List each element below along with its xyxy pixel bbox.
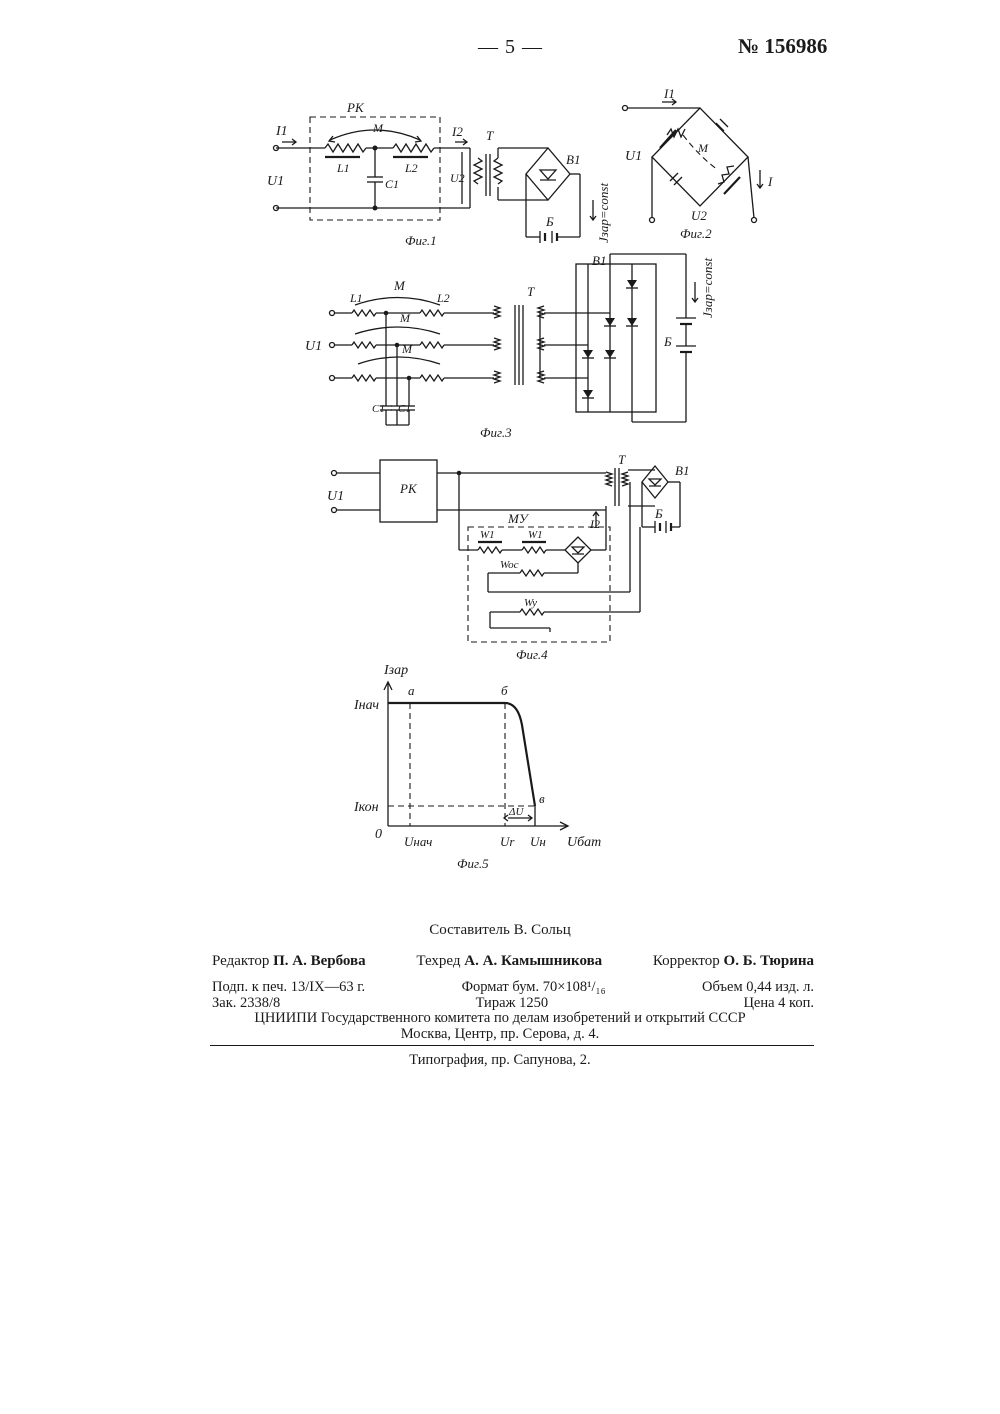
fig3-label-t: T: [527, 284, 535, 299]
fig2-bridge: I1 M U1 U2 I Фиг.2: [623, 86, 774, 241]
fig3-label-m-top: M: [393, 278, 406, 293]
editor-credit: Редактор П. А. Вербова: [212, 953, 366, 970]
fig2-label-u2: U2: [691, 208, 707, 223]
fig4-block-diagram: U1 РК T B1 Б МУ: [327, 452, 689, 662]
fig3-caption: Фиг.3: [480, 425, 512, 440]
fig4-label-t: T: [618, 452, 626, 467]
fig4-label-pk: РК: [399, 481, 418, 496]
fig3-label-l1: L1: [349, 291, 363, 305]
paper-format: Формат бум. 70×108¹/₁₆: [462, 979, 606, 996]
fig2-label-m: M: [697, 141, 709, 155]
fig4-label-wy: Wy: [524, 597, 537, 609]
fig3-label-l2: L2: [436, 291, 450, 305]
fig2-caption: Фиг.2: [680, 226, 712, 241]
fig1-label-pk: РК: [346, 100, 365, 115]
fig4-caption: Фиг.4: [516, 647, 548, 662]
fig5-label-un: Uн: [530, 834, 546, 849]
fig1-circuit: РК M I1 U1 L1 C1 L2 I2 U2 T: [267, 100, 611, 248]
fig1-label-u1: U1: [267, 174, 284, 189]
fig4-label-b1: B1: [675, 463, 689, 478]
fig5-label-a: a: [408, 683, 415, 698]
publisher-address: Москва, Центр, пр. Серова, д. 4.: [0, 1026, 1000, 1043]
techred-credit: Техред А. А. Камышникова: [416, 953, 602, 970]
fig1-label-l2: L2: [404, 161, 418, 175]
fig5-label-zero: 0: [375, 827, 382, 842]
fig1-label-m: M: [372, 121, 384, 135]
fig5-label-ur: Ur: [500, 834, 515, 849]
fig1-label-i2: I2: [451, 124, 463, 139]
fig1-label-i1: I1: [275, 124, 288, 139]
printer: Типография, пр. Сапунова, 2.: [0, 1052, 1000, 1069]
fig4-label-u1: U1: [327, 489, 344, 504]
fig4-label-i2: I2: [589, 517, 600, 531]
fig5-label-du: ΔU: [508, 806, 524, 818]
techred-label: Техред: [416, 953, 460, 969]
fig3-three-phase: M L1 L2 M M U1: [305, 253, 715, 440]
techred-name: А. А. Камышникова: [464, 953, 602, 969]
fig4-label-w1: W1: [480, 529, 495, 541]
corrector-credit: Корректор О. Б. Тюрина: [653, 953, 814, 970]
fig2-label-u1: U1: [625, 149, 642, 164]
figures-drawing: РК M I1 U1 L1 C1 L2 I2 U2 T: [0, 0, 1000, 900]
fig1-label-t: T: [486, 128, 494, 143]
fig5-label-inach: Iнач: [353, 698, 379, 713]
editor-name: П. А. Вербова: [273, 953, 366, 969]
fig5-label-unach: Uнач: [404, 834, 432, 849]
fig4-label-woc: Woc: [500, 559, 519, 571]
fig4-label-w1b: W1: [528, 529, 543, 541]
compiler-line: Составитель В. Сольц: [0, 922, 1000, 939]
fig1-label-l1: L1: [336, 161, 350, 175]
signed-date: Подп. к печ. 13/IX—63 г.: [212, 979, 365, 996]
volume: Объем 0,44 изд. л.: [702, 979, 814, 996]
fig1-label-c1: C1: [385, 177, 399, 191]
fig5-label-b: б: [501, 683, 508, 698]
corrector-label: Корректор: [653, 953, 720, 969]
fig5-graph: Iзар Iнач Iкон 0 ΔU a б в Uнач Ur Uн Uба…: [353, 663, 601, 871]
fig3-label-c1: C1: [372, 403, 385, 415]
fig5-label-izar: Iзар: [383, 663, 408, 678]
corrector-name: О. Б. Тюрина: [724, 953, 814, 969]
fig1-label-jconst: Jзар=const: [596, 183, 611, 243]
fig2-label-i: I: [767, 174, 773, 189]
fig3-label-jconst: Jзар=const: [700, 258, 715, 318]
fig1-label-b1: B1: [566, 152, 580, 167]
footer-rule: [210, 1045, 814, 1046]
fig5-caption: Фиг.5: [457, 856, 489, 871]
fig3-label-b1: B1: [592, 253, 606, 268]
fig3-label-m-low: M: [401, 342, 413, 356]
fig3-label-b: Б: [663, 334, 672, 349]
fig5-label-v: в: [539, 791, 545, 806]
editor-label: Редактор: [212, 953, 269, 969]
fig1-label-u2: U2: [450, 171, 465, 185]
credits-row: Редактор П. А. Вербова Техред А. А. Камы…: [212, 953, 814, 970]
fig4-label-my: МУ: [507, 511, 530, 526]
imprint-row-1: Подп. к печ. 13/IX—63 г. Формат бум. 70×…: [212, 979, 814, 996]
fig2-label-i1: I1: [663, 86, 675, 101]
fig4-label-b: Б: [654, 506, 663, 521]
fig3-label-u1: U1: [305, 339, 322, 354]
fig1-label-b: Б: [545, 214, 554, 229]
fig5-label-ubat: Uбат: [567, 835, 601, 850]
fig3-label-c1b: C1: [398, 403, 411, 415]
publisher: ЦНИИПИ Государственного комитета по дела…: [0, 1010, 1000, 1027]
fig5-label-ikon: Iкон: [353, 800, 379, 815]
fig1-caption: Фиг.1: [405, 233, 437, 248]
